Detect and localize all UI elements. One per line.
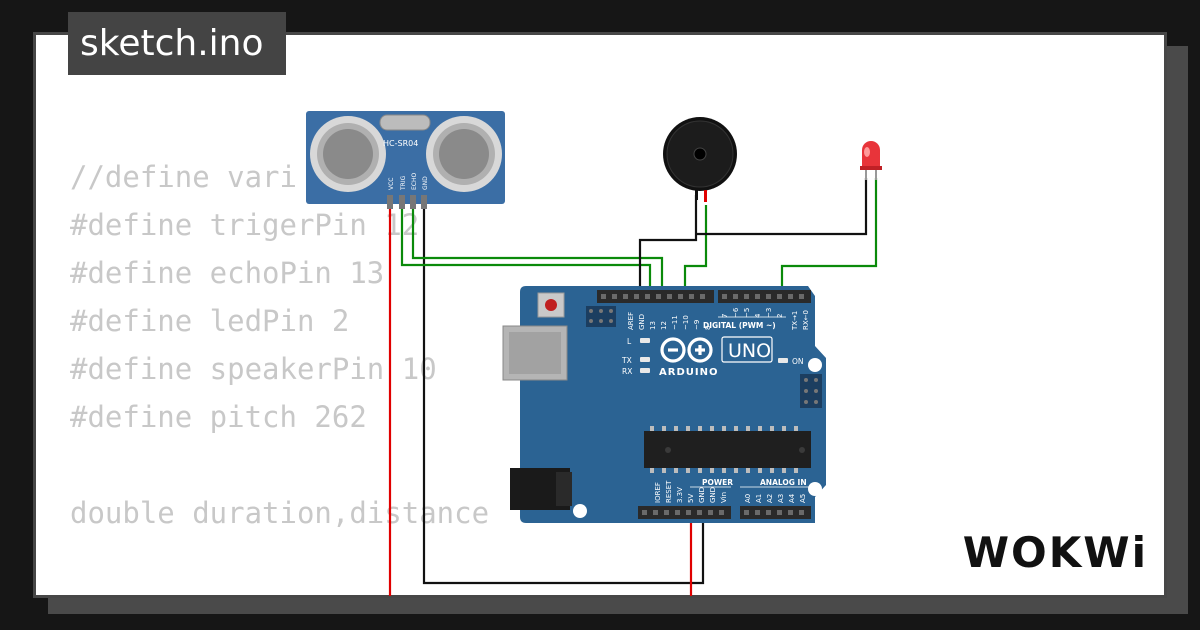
pin-label-3: ~3: [765, 308, 773, 318]
wire-buzzer-black: [638, 195, 698, 296]
sensor-pin-echo: ECHO: [411, 173, 418, 190]
pin-label-a5: A5: [799, 494, 807, 503]
wire-echo-green: [411, 203, 664, 296]
pin-label-a4: A4: [788, 493, 796, 503]
arduino-logo: [660, 337, 713, 363]
analog-header[interactable]: [740, 506, 811, 519]
red-led[interactable]: [860, 141, 882, 180]
microcontroller-chip: [644, 426, 811, 473]
pin-label-5: ~5: [743, 308, 751, 318]
wire-buzzer-red-green: [683, 205, 708, 296]
pin-label-a1: A1: [755, 494, 763, 503]
pin-label-4: 4: [754, 313, 762, 318]
pin-label-gnd1: GND: [698, 487, 706, 503]
code-line: //define vari: [70, 160, 297, 194]
power-label: POWER: [702, 478, 733, 487]
pin-label-a3: A3: [777, 494, 785, 503]
pin-label-gnd: GND: [638, 314, 646, 330]
digital-label: DIGITAL (PWM ~): [703, 321, 776, 330]
led-label-tx: TX: [621, 356, 632, 365]
analog-label: ANALOG IN: [760, 478, 807, 487]
code-line: #define echoPin 13: [70, 256, 385, 290]
pin-label-tx1: TX→1: [791, 311, 799, 331]
wire-led-green: [780, 178, 878, 296]
wire-trig-green: [400, 203, 652, 296]
arduino-uno-board[interactable]: AREF GND 13 12 ~11 ~10 ~9 8 7 ~6 ~5 4 ~3…: [502, 286, 826, 523]
board-brand-label: ARDUINO: [659, 367, 718, 378]
pin-label-6: ~6: [732, 307, 740, 318]
pin-label-8: 8: [704, 326, 712, 330]
led-label-rx: RX: [622, 367, 632, 376]
pin-label-gnd2: GND: [709, 487, 717, 503]
pin-label-rx0: RX←0: [802, 310, 810, 330]
pin-label-ioref: IOREF: [654, 482, 662, 503]
pin-label-aref: AREF: [627, 312, 635, 330]
wokwi-logo: WOKWi: [962, 528, 1148, 577]
code-line: #define speakerPin 10: [70, 352, 437, 386]
pin-label-12: 12: [660, 321, 668, 330]
sensor-model-label: HC-SR04: [383, 139, 418, 148]
power-header[interactable]: [638, 506, 731, 519]
code-line: void setup(){: [70, 585, 489, 595]
led-label-on: ON: [792, 357, 804, 366]
pin-label-5v: 5V: [687, 494, 695, 503]
code-preview: //define vari#define trigerPin 12#define…: [70, 153, 490, 595]
pin-label-10: ~10: [682, 315, 690, 330]
pin-label-a0: A0: [744, 494, 752, 503]
sensor-pin-vcc: VCC: [388, 178, 395, 190]
digital-header-right[interactable]: [718, 290, 811, 303]
ultrasonic-sensor[interactable]: HC-SR04 VCC TRIG ECHO GND: [306, 111, 505, 209]
pin-label-9: ~9: [693, 320, 701, 330]
pin-label-3v3: 3.3V: [676, 487, 684, 503]
pin-label-13: 13: [649, 321, 657, 330]
code-line: #define pitch 262: [70, 400, 367, 434]
pin-label-7: 7: [721, 314, 729, 318]
sensor-header-pins: [387, 195, 427, 209]
pin-label-vin: Vin: [720, 492, 728, 503]
sketch-title: sketch.ino: [68, 12, 286, 75]
wire-led-black: [696, 178, 868, 236]
pin-label-2: 2: [776, 314, 784, 318]
wire-gnd-black: [422, 203, 705, 585]
buzzer[interactable]: [663, 117, 737, 202]
code-line: #define ledPin 2: [70, 304, 350, 338]
pin-label-reset: RESET: [665, 480, 673, 503]
pin-label-a2: A2: [766, 494, 774, 503]
sensor-pin-trig: TRIG: [400, 175, 407, 191]
pin-label-11: ~11: [671, 315, 679, 330]
digital-header-left[interactable]: [597, 290, 714, 303]
code-line: double duration,distance: [70, 496, 490, 530]
board-model-label: UNO: [728, 340, 771, 362]
wires: [388, 178, 878, 596]
led-label-l: L: [627, 337, 632, 346]
sensor-pin-gnd: GND: [422, 176, 429, 190]
